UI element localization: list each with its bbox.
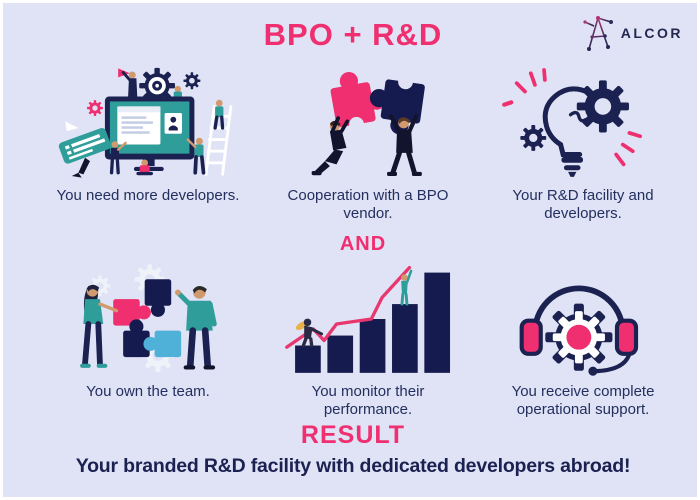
step-2-cell: Cooperation with a BPO vendor.: [263, 63, 473, 231]
logo-wordmark: ALCOR: [620, 25, 683, 41]
step-5-caption: You monitor their performance.: [311, 383, 425, 419]
step-1-cell: You need more developers.: [33, 63, 263, 231]
step-4-cell: You own the team.: [33, 259, 263, 427]
connector-row: AND: [33, 233, 693, 259]
bulb-gears-icon: [502, 68, 643, 177]
puzzle-cooperation-icon: [311, 66, 426, 177]
growth-chart-icon: [285, 265, 451, 373]
steps-grid: You need more developers.: [33, 63, 693, 427]
and-label: AND: [339, 233, 387, 255]
step-2-caption: Cooperation with a BPO vendor.: [287, 187, 449, 223]
step-6-cell: You receive complete operational support…: [473, 259, 693, 427]
alcor-logo: ALCOR: [582, 13, 683, 53]
step-3-caption: Your R&D facility and developers.: [512, 187, 654, 223]
step-1-caption: You need more developers.: [56, 187, 240, 204]
headset-gear-icon: [519, 285, 639, 376]
step-3-cell: Your R&D facility and developers.: [473, 63, 693, 231]
page-title: BPO + R&D: [263, 17, 443, 52]
result-text: Your branded R&D facility with dedicated…: [75, 455, 631, 477]
team-puzzle-icon: [80, 264, 217, 372]
alcor-constellation-icon: [583, 16, 613, 51]
step-4-caption: You own the team.: [86, 383, 210, 400]
result-row: RESULT: [3, 421, 697, 450]
header: BPO + R&D: [3, 17, 697, 53]
step-5-cell: You monitor their performance.: [263, 259, 473, 427]
result-label: RESULT: [300, 421, 406, 449]
step-6-caption: You receive complete operational support…: [511, 383, 655, 419]
need-developers-monitor-icon: [58, 67, 233, 178]
